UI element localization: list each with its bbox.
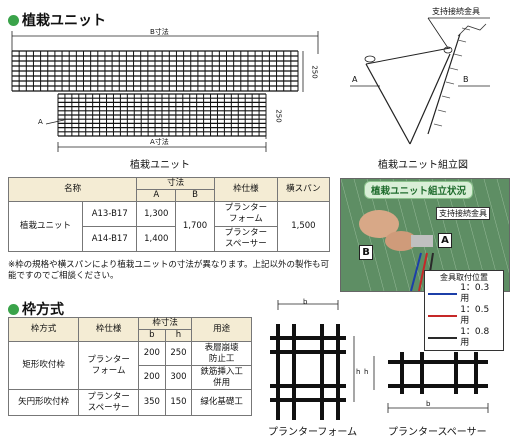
th-b: B xyxy=(175,189,215,202)
legend-swatch xyxy=(428,293,458,295)
frame-type-table: 枠方式 枠仕様 枠寸法 用途 b h 矩形吹付枠 プランター フォーム 200 … xyxy=(7,317,252,416)
table-cell-name: 植栽ユニット xyxy=(7,201,84,252)
planter-spacer-diagram xyxy=(373,352,489,413)
table-cell-b: 200 xyxy=(137,365,166,390)
assembly-support-label: 支持接続金具 xyxy=(432,7,480,16)
table-cell-model: A13-B17 xyxy=(82,201,138,227)
legend-row: 1：0.5 用 xyxy=(428,305,500,327)
planting-unit-caption: 植栽ユニット xyxy=(130,160,190,171)
footnote: ※枠の規格や横スパンにより植栽ユニットの寸法が異なります。上記以外の製作も可能で… xyxy=(8,260,330,281)
th-frame: 枠仕様 xyxy=(213,177,278,202)
table-cell-use: 緑化基礎工 xyxy=(191,389,252,416)
table-cell-use: 表層崩壊 防止工 xyxy=(191,341,252,366)
legend-title: 金具取付位置 xyxy=(440,273,488,282)
th-use: 用途 xyxy=(191,317,252,342)
legend: 金具取付位置 1：0.3 用 1：0.5 用 1：0.8 用 xyxy=(424,270,504,351)
table-cell-h: 250 xyxy=(164,341,193,366)
planting-unit-table: 名称 寸法 枠仕様 横スパン A B 植栽ユニット A13-B17 1,300 … xyxy=(7,177,331,252)
th-b: b xyxy=(137,329,166,342)
photo-label-a: A xyxy=(438,233,452,248)
green-dot-icon xyxy=(8,303,19,315)
table-cell-method: 矢円形吹付枠 xyxy=(7,389,80,416)
table-cell-span: 1,500 xyxy=(276,201,331,252)
table-cell-b: 1,700 xyxy=(175,201,215,252)
form-h-label: h xyxy=(356,368,361,376)
section-title-text: 枠方式 xyxy=(22,302,64,318)
legend-row-label: 1：0.8 用 xyxy=(460,327,490,348)
th-a: A xyxy=(136,189,177,202)
table-cell-method: 矩形吹付枠 xyxy=(7,341,80,390)
photo-support-label: 支持接続金具 xyxy=(436,207,490,220)
th-h: h xyxy=(164,329,193,342)
th-dim: 枠寸法 xyxy=(137,317,193,330)
dim-250-top: 250 xyxy=(310,65,319,79)
assembly-label-a: A xyxy=(352,75,358,84)
dim-250-bottom: 250 xyxy=(274,109,283,123)
photo-net-line xyxy=(341,179,372,291)
planter-form-diagram xyxy=(270,300,355,420)
assembly-caption: 植栽ユニット組立図 xyxy=(378,160,468,171)
table-cell-b: 200 xyxy=(137,341,166,366)
marker-a: A xyxy=(38,118,43,126)
b-dimension-label: B寸法 xyxy=(150,28,169,36)
th-frame: 枠仕様 xyxy=(78,317,139,342)
photo-banner: 植栽ユニット組立状況 xyxy=(364,181,474,199)
legend-row-label: 1：0.5 用 xyxy=(460,305,490,326)
th-dim: 寸法 xyxy=(136,177,215,190)
th-method: 枠方式 xyxy=(7,317,80,342)
planting-unit-drawing xyxy=(11,31,319,152)
table-cell-h: 300 xyxy=(164,365,193,390)
photo-net-line xyxy=(496,179,509,225)
table-cell-a: 1,300 xyxy=(136,201,177,227)
spacer-caption: プランタースペーサー xyxy=(388,427,487,438)
photo-label-b: B xyxy=(359,245,373,260)
table-cell-frame: プランター フォーム xyxy=(213,201,278,227)
legend-row-label: 1：0.3 用 xyxy=(460,283,490,304)
spacer-h-label: h xyxy=(364,368,369,376)
form-caption: プランターフォーム xyxy=(268,427,358,438)
assembly-label-b: B xyxy=(463,75,469,84)
legend-swatch xyxy=(428,315,458,317)
section-title-text: 植栽ユニット xyxy=(22,13,106,29)
th-span: 横スパン xyxy=(276,177,331,202)
section-title-frame-type: 枠方式 xyxy=(8,299,64,319)
th-name: 名称 xyxy=(7,177,138,202)
table-cell-use: 鉄筋挿入工 併用 xyxy=(191,365,252,390)
green-dot-icon xyxy=(8,14,19,26)
table-cell-frame: プランター フォーム xyxy=(78,341,139,390)
table-cell-model: A14-B17 xyxy=(82,226,138,252)
legend-row: 1：0.3 用 xyxy=(428,283,500,305)
legend-row: 1：0.8 用 xyxy=(428,327,500,349)
legend-swatch xyxy=(428,337,458,339)
table-cell-frame: プランター スペーサー xyxy=(78,389,139,416)
table-cell-frame: プランター スペーサー xyxy=(213,226,278,252)
photo-net-line xyxy=(483,179,509,274)
table-cell-b: 350 xyxy=(137,389,166,416)
a-dimension-label: A寸法 xyxy=(150,138,169,146)
table-cell-a: 1,400 xyxy=(136,226,177,252)
spacer-b-label: b xyxy=(426,400,431,408)
table-cell-h: 150 xyxy=(164,389,193,416)
section-title-planting-unit: 植栽ユニット xyxy=(8,10,106,30)
form-b-label: b xyxy=(303,298,308,306)
assembly-diagram xyxy=(350,17,490,145)
